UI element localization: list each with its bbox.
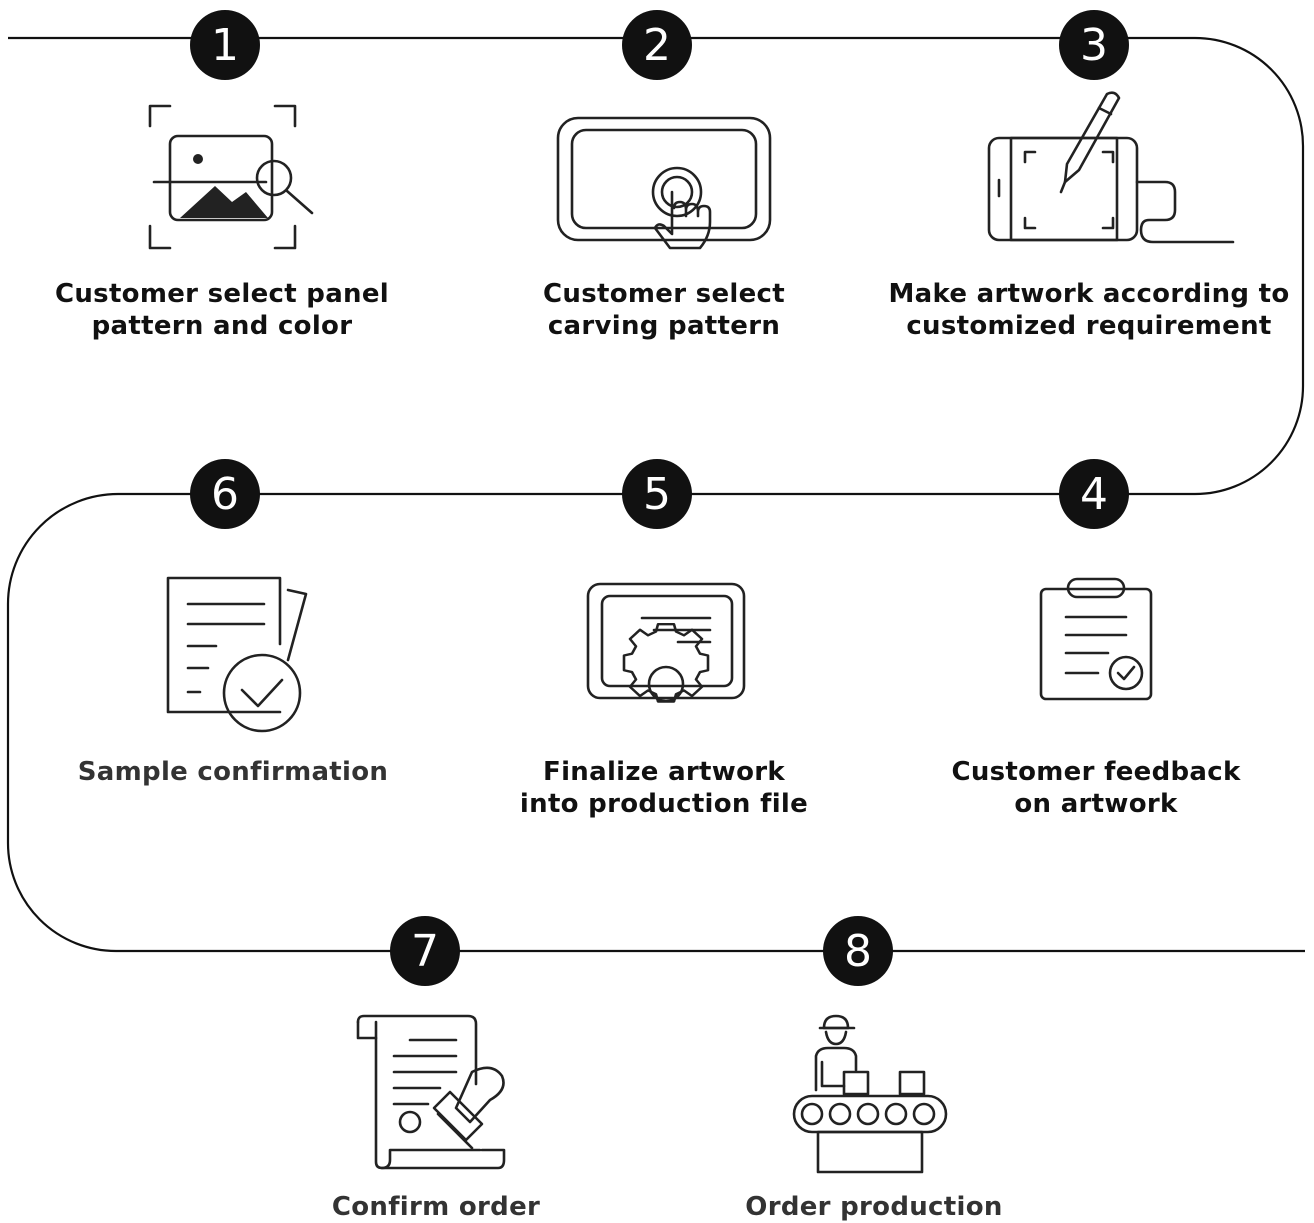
step-1-badge: 1 — [190, 10, 260, 80]
step-7-label: Confirm order — [331, 1192, 541, 1222]
drawing-tablet-icon — [983, 86, 1238, 251]
step-2-label: Customer select carving pattern — [543, 279, 785, 341]
step-4-badge: 4 — [1059, 459, 1129, 529]
step-4-label: Customer feedback on artwork — [951, 757, 1241, 819]
step-6-label: Sample confirmation — [77, 757, 389, 787]
step-3-badge: 3 — [1059, 10, 1129, 80]
touch-screen-icon — [552, 112, 777, 257]
step-6-badge: 6 — [190, 459, 260, 529]
step-8-badge: 8 — [823, 916, 893, 986]
step-5-badge: 5 — [622, 459, 692, 529]
step-8-label: Order production — [745, 1192, 1003, 1222]
certificate-gear-icon — [582, 578, 752, 733]
conveyor-worker-icon — [788, 1010, 953, 1178]
clipboard-check-icon — [1036, 575, 1161, 705]
contract-stamp-icon — [352, 1012, 512, 1172]
step-7-badge: 7 — [390, 916, 460, 986]
step-3-label: Make artwork according to customized req… — [888, 279, 1290, 341]
document-check-icon — [160, 572, 310, 737]
image-search-icon — [140, 98, 325, 258]
step-2-badge: 2 — [622, 10, 692, 80]
step-5-label: Finalize artwork into production file — [519, 757, 809, 819]
step-1-label: Customer select panel pattern and color — [54, 279, 390, 341]
